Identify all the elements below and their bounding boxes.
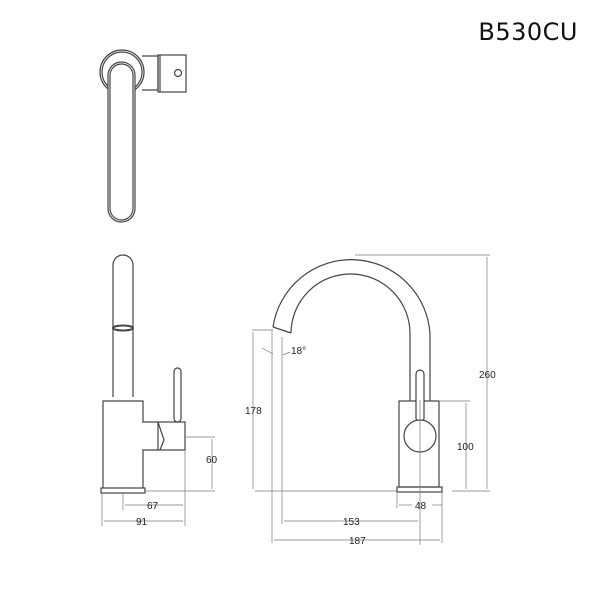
- dim-67-label: 67: [147, 501, 159, 512]
- dim-178-label: 178: [245, 406, 262, 417]
- dim-60-label: 60: [206, 455, 218, 466]
- dim-187-label: 187: [349, 536, 366, 547]
- model-number: B530CU: [478, 18, 578, 46]
- dim-100-label: 100: [457, 442, 474, 453]
- spout-angle-label: 18°: [291, 346, 306, 357]
- side-view: [100, 254, 215, 526]
- front-view: [252, 254, 490, 545]
- dim-153-label: 153: [343, 517, 360, 528]
- dim-91-label: 91: [136, 517, 148, 528]
- dim-260-label: 260: [479, 370, 496, 381]
- top-view: [99, 49, 187, 223]
- dim-48-label: 48: [415, 501, 427, 512]
